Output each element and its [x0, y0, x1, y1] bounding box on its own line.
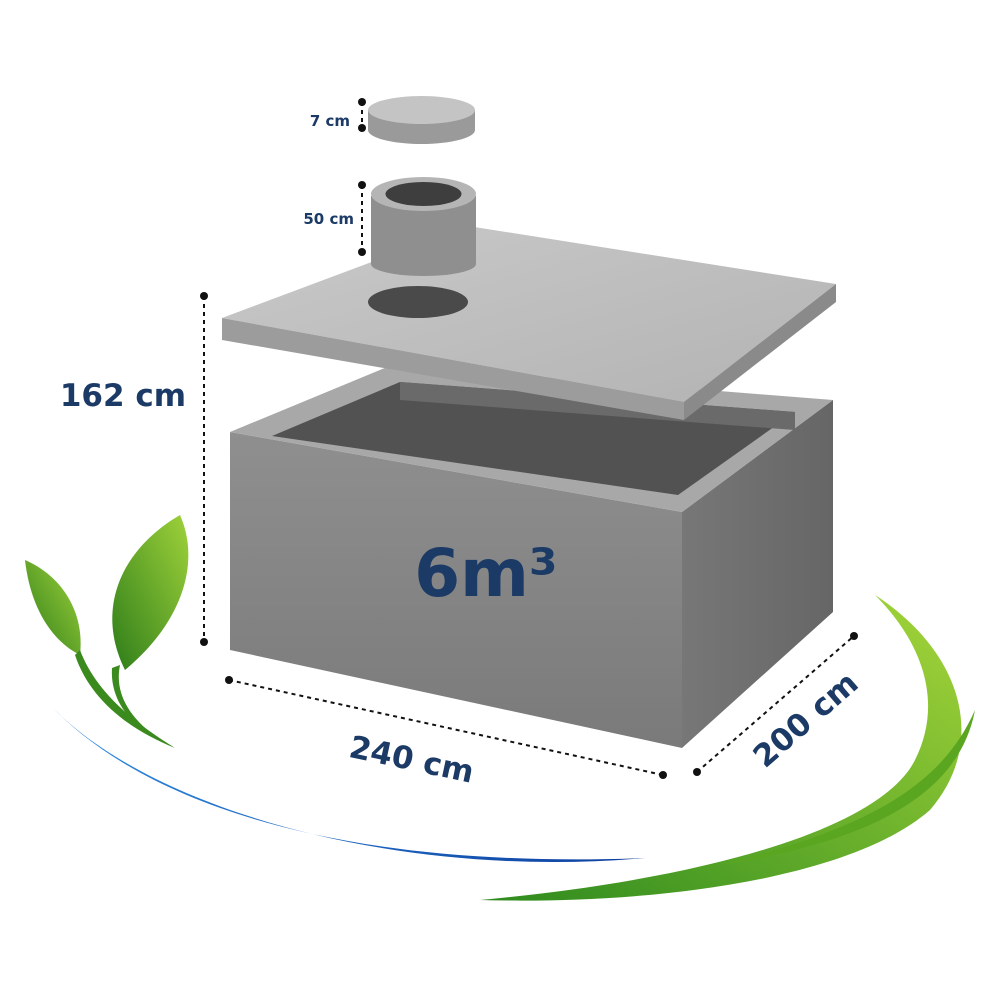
tank-front-face	[230, 432, 682, 748]
lid-top	[222, 226, 836, 402]
volume-label: 6m³	[414, 535, 558, 612]
green-swoosh	[480, 595, 962, 901]
lid-front-edge	[222, 318, 684, 420]
dimension-endpoints	[200, 98, 858, 779]
width-label: 200 cm	[747, 665, 866, 775]
length-label: 240 cm	[346, 729, 477, 790]
green-swoosh-thin	[720, 710, 975, 865]
cap-height-label: 7 cm	[310, 112, 350, 130]
neck-bottom	[371, 252, 476, 276]
tank-interior-wall	[400, 382, 795, 430]
total-height-label: 162 cm	[60, 378, 186, 414]
leaf-icon	[112, 515, 189, 670]
leaf-icon	[25, 560, 81, 655]
dimension-lines	[203, 102, 855, 776]
leaf-stem	[111, 665, 160, 740]
cap-bottom	[368, 116, 475, 144]
neck-height-label: 50 cm	[303, 210, 354, 228]
lid-opening	[368, 286, 468, 318]
cap-top	[368, 96, 475, 124]
tank-side-face	[682, 400, 833, 748]
lid-side-edge	[684, 284, 836, 420]
neck-hole	[385, 182, 462, 206]
